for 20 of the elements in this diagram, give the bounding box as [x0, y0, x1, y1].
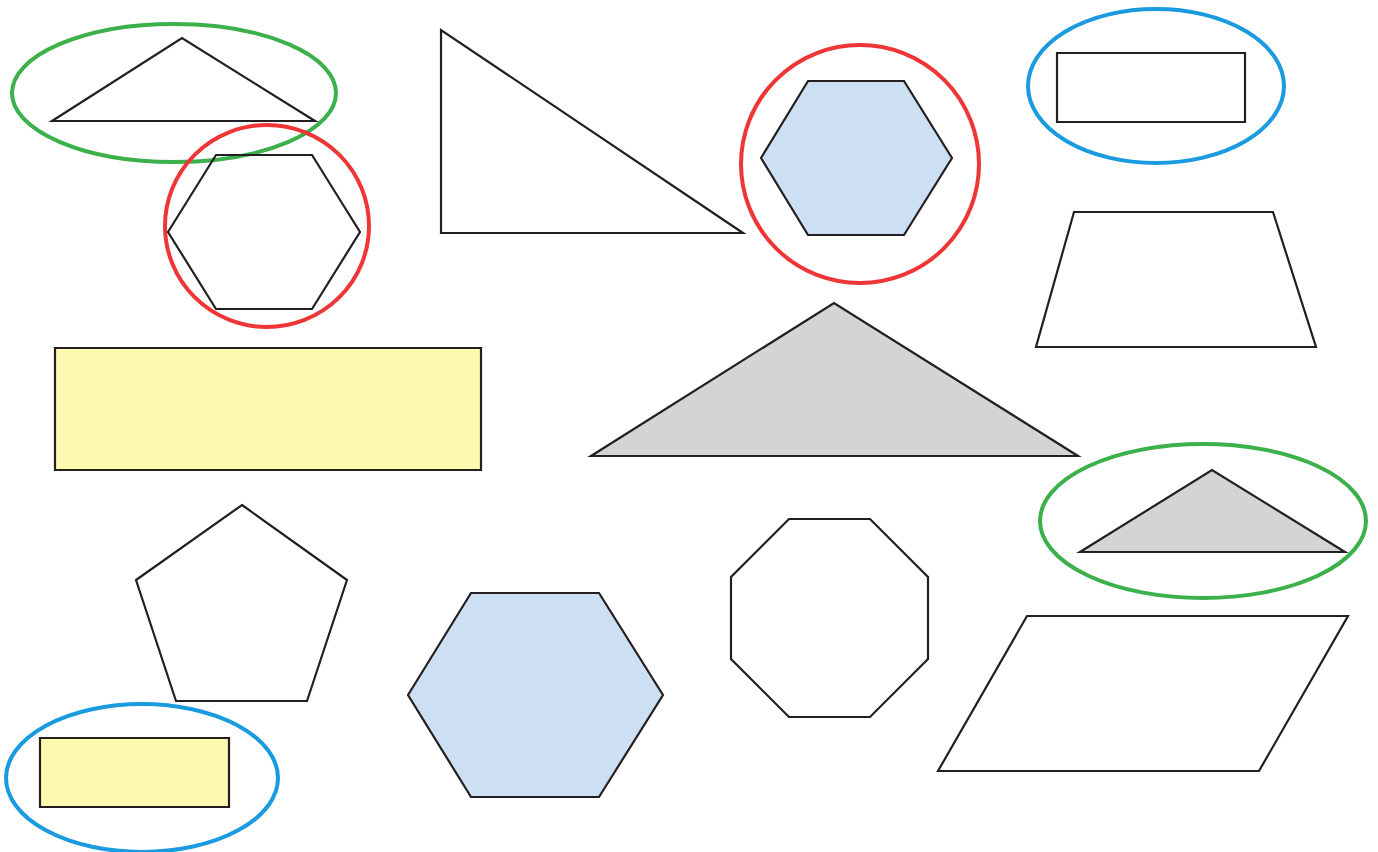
rectangle [1056, 52, 1246, 123]
rectangle [39, 737, 230, 808]
ellipse-outline [1038, 442, 1368, 600]
hexagon [760, 80, 953, 236]
circle-outline [739, 43, 981, 285]
pentagon [135, 504, 348, 702]
triangle [440, 29, 744, 234]
parallelogram [937, 615, 1349, 772]
ellipse-outline [4, 702, 280, 852]
trapezoid [1035, 211, 1317, 348]
triangle [1079, 469, 1346, 553]
triangle [590, 302, 1079, 457]
rectangle [54, 347, 482, 471]
circle-outline [163, 123, 371, 329]
triangle [51, 37, 316, 122]
hexagon [407, 592, 664, 798]
ellipse-outline [10, 22, 338, 164]
octagon [730, 518, 929, 718]
ellipse-outline [1026, 7, 1286, 165]
hexagon [167, 154, 361, 310]
